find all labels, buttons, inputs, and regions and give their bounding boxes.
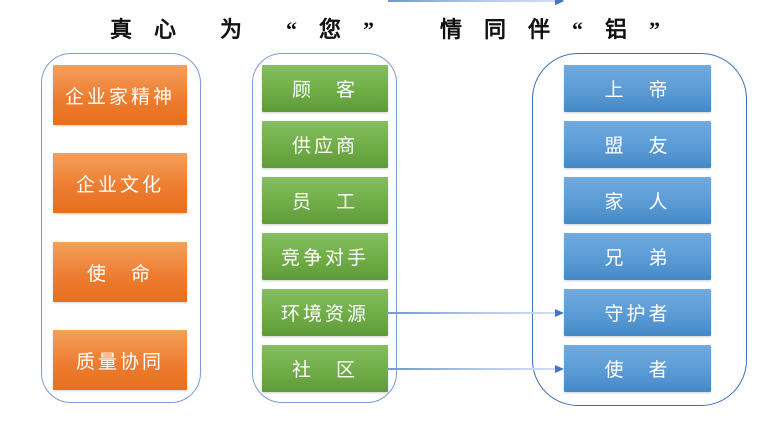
stakeholder-box-employee: 员 工 (262, 177, 388, 224)
slide-title: 真 心 为 “ 您 ” 情 同 伴 “ 铝 ” (109, 17, 660, 42)
role-box-god: 上 帝 (564, 65, 711, 112)
value-box-entrepreneurship: 企业家精神 (53, 65, 187, 125)
value-box-culture: 企业文化 (53, 153, 187, 213)
value-box-quality: 质量协同 (53, 330, 187, 390)
value-box-mission: 使 命 (53, 242, 187, 302)
role-box-ally: 盟 友 (564, 121, 711, 168)
roles-panel: 上 帝 盟 友 家 人 兄 弟 守护者 使 者 (532, 53, 747, 406)
stakeholder-box-environment: 环境资源 (262, 289, 388, 336)
stakeholder-box-competitor: 竞争对手 (262, 233, 388, 280)
stakeholder-box-supplier: 供应商 (262, 121, 388, 168)
stakeholders-panel: 顾 客 供应商 员 工 竞争对手 环境资源 社 区 (252, 53, 397, 403)
connector-arrow-customer-god (388, 309, 564, 316)
stakeholder-box-customer: 顾 客 (262, 65, 388, 112)
values-panel: 企业家精神 企业文化 使 命 质量协同 (41, 53, 201, 403)
role-box-family: 家 人 (564, 177, 711, 224)
role-box-brother: 兄 弟 (564, 233, 711, 280)
stakeholder-box-community: 社 区 (262, 345, 388, 392)
connector-arrow-supplier-ally (388, 365, 564, 372)
role-box-messenger: 使 者 (564, 345, 711, 392)
role-box-guardian: 守护者 (564, 289, 711, 336)
connector-arrow-community-messenger (388, 0, 564, 4)
